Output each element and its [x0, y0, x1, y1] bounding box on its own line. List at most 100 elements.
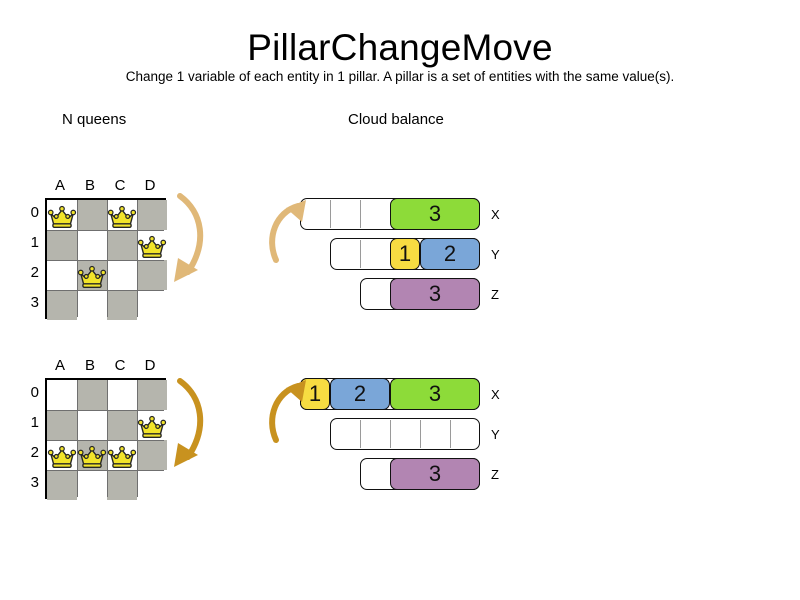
cloud-computer-label-y: Y — [491, 247, 500, 262]
queens-move-arrow-after — [168, 371, 220, 475]
cloud-bar-divider — [420, 420, 421, 448]
board-cell[interactable] — [137, 470, 167, 500]
cloud-process-3[interactable]: 3 — [390, 198, 480, 230]
queen-piece-c2[interactable] — [107, 440, 137, 470]
queen-icon — [137, 235, 167, 258]
board-cell[interactable] — [107, 470, 137, 500]
queen-piece-d1[interactable] — [137, 230, 167, 260]
board-file-label-c: C — [114, 357, 126, 374]
cloud-process-3[interactable]: 3 — [390, 458, 480, 490]
cloud-process-3[interactable]: 3 — [390, 278, 480, 310]
board-file-label-b: B — [84, 177, 95, 194]
board-rank-label-1: 1 — [30, 414, 39, 431]
cloud-process-1[interactable]: 1 — [390, 238, 420, 270]
cloud-computer-label-x: X — [491, 207, 500, 222]
board-cell[interactable] — [47, 380, 77, 410]
queen-piece-b2[interactable] — [77, 440, 107, 470]
board-rank-label-2: 2 — [30, 264, 39, 281]
board-gridline — [47, 260, 164, 261]
cloud-bar-divider — [360, 240, 361, 268]
board-cell[interactable] — [107, 380, 137, 410]
queen-icon — [77, 445, 107, 468]
page-title: PillarChangeMove — [247, 27, 553, 68]
board-cell[interactable] — [47, 260, 77, 290]
board-gridline — [47, 290, 164, 291]
board-cell[interactable] — [47, 230, 77, 260]
board-gridline — [107, 200, 108, 317]
board-gridline — [137, 380, 138, 497]
cloud-computer-label-x: X — [491, 387, 500, 402]
queen-piece-a2[interactable] — [47, 440, 77, 470]
board-file-label-d: D — [144, 177, 156, 194]
queen-piece-d1[interactable] — [137, 410, 167, 440]
board-gridline — [47, 470, 164, 471]
board-cell[interactable] — [137, 290, 167, 320]
board-cell[interactable] — [107, 230, 137, 260]
queen-icon — [107, 445, 137, 468]
board-gridline — [47, 230, 164, 231]
queen-icon — [77, 265, 107, 288]
section-label-n-queens: N queens — [62, 111, 127, 128]
board-cell[interactable] — [47, 410, 77, 440]
board-cell[interactable] — [107, 410, 137, 440]
board-cell[interactable] — [77, 470, 107, 500]
queens-move-arrow-before — [168, 186, 220, 290]
board-cell[interactable] — [107, 260, 137, 290]
cloud-bar-divider — [360, 200, 361, 228]
board-gridline — [47, 440, 164, 441]
board-cell[interactable] — [77, 230, 107, 260]
board-cell[interactable] — [47, 290, 77, 320]
cloud-computer-label-z: Z — [491, 287, 499, 302]
board-gridline — [77, 200, 78, 317]
board-cell[interactable] — [137, 260, 167, 290]
queen-icon — [107, 205, 137, 228]
board-gridline — [107, 380, 108, 497]
chessboard-grid-after — [45, 378, 167, 500]
board-cell[interactable] — [47, 470, 77, 500]
cloud-move-arrow-before — [268, 194, 312, 266]
page-subtitle: Change 1 variable of each entity in 1 pi… — [125, 69, 675, 84]
board-rank-label-0: 0 — [30, 384, 39, 401]
board-cell[interactable] — [77, 380, 107, 410]
cloud-bar-divider — [330, 200, 331, 228]
board-file-label-a: A — [54, 177, 65, 194]
cloud-move-arrow-after — [268, 374, 312, 446]
board-rank-label-0: 0 — [30, 204, 39, 221]
board-cell[interactable] — [77, 290, 107, 320]
cloud-process-1[interactable]: 1 — [300, 378, 330, 410]
board-rank-label-1: 1 — [30, 234, 39, 251]
board-gridline — [137, 200, 138, 317]
section-label-cloud-balance: Cloud balance — [348, 111, 444, 128]
queen-piece-c0[interactable] — [107, 200, 137, 230]
board-file-label-a: A — [54, 357, 65, 374]
queen-piece-a0[interactable] — [47, 200, 77, 230]
board-cell[interactable] — [107, 290, 137, 320]
cloud-computer-label-z: Z — [491, 467, 499, 482]
queen-piece-b2[interactable] — [77, 260, 107, 290]
cloud-bar-divider — [360, 420, 361, 448]
board-rank-label-3: 3 — [30, 474, 39, 491]
board-cell[interactable] — [77, 200, 107, 230]
board-cell[interactable] — [77, 410, 107, 440]
board-file-label-b: B — [84, 357, 95, 374]
chessboard-grid-before — [45, 198, 167, 320]
cloud-process-2[interactable]: 2 — [330, 378, 390, 410]
cloud-bar-divider — [390, 420, 391, 448]
board-gridline — [77, 380, 78, 497]
cloud-bar-y-after[interactable] — [330, 418, 480, 450]
board-rank-label-3: 3 — [30, 294, 39, 311]
queen-icon — [47, 445, 77, 468]
queen-icon — [47, 205, 77, 228]
board-rank-label-2: 2 — [30, 444, 39, 461]
board-cell[interactable] — [137, 200, 167, 230]
board-file-label-c: C — [114, 177, 126, 194]
board-gridline — [47, 410, 164, 411]
board-file-label-d: D — [144, 357, 156, 374]
cloud-bar-divider — [450, 420, 451, 448]
cloud-computer-label-y: Y — [491, 427, 500, 442]
cloud-process-2[interactable]: 2 — [420, 238, 480, 270]
board-cell[interactable] — [137, 380, 167, 410]
cloud-process-3[interactable]: 3 — [390, 378, 480, 410]
board-cell[interactable] — [137, 440, 167, 470]
queen-icon — [137, 415, 167, 438]
